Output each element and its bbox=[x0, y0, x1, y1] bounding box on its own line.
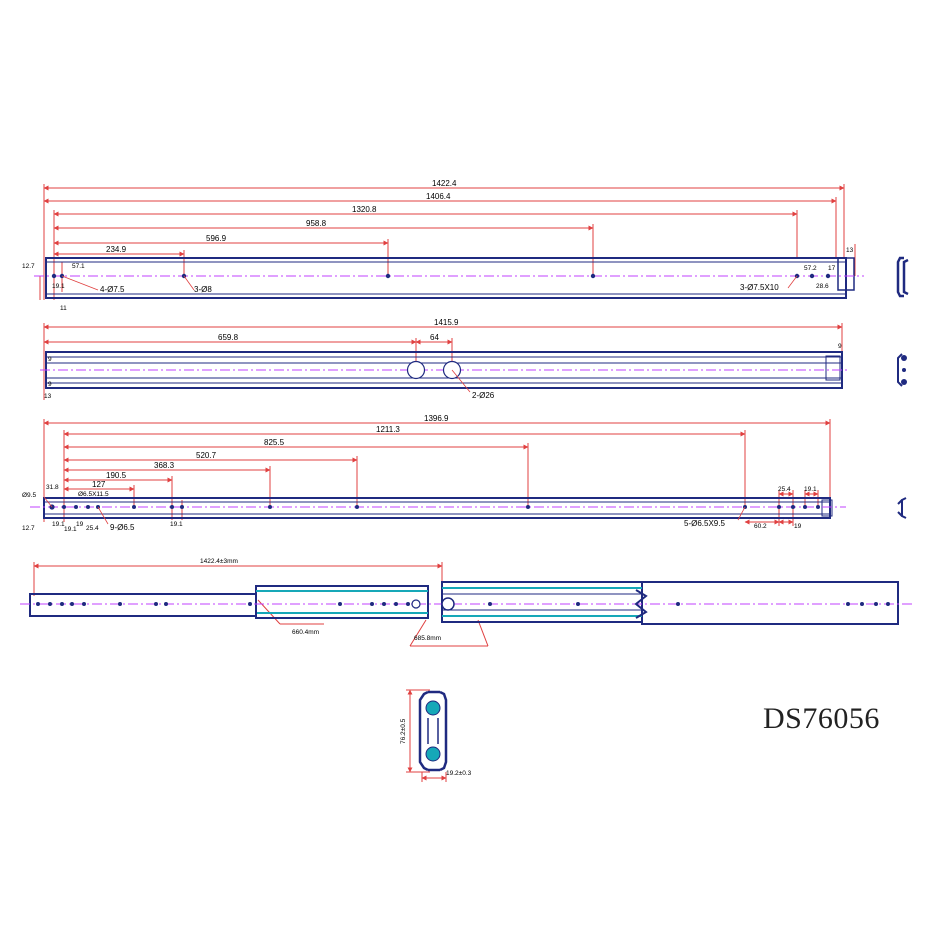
view-3-inner-member: 1396.9 1211.3 825.5 520.7 368.3 190.5 12… bbox=[22, 414, 907, 533]
hole bbox=[180, 505, 184, 509]
hole bbox=[590, 273, 596, 279]
dim: 19.1 bbox=[52, 283, 65, 290]
hole bbox=[791, 505, 795, 509]
dim: 1320.8 bbox=[352, 205, 377, 214]
dim: 190.5 bbox=[106, 471, 127, 480]
section-view: 76.2±0.5 19.2±0.3 bbox=[400, 689, 472, 782]
dim: 234.9 bbox=[106, 245, 127, 254]
dim: 1406.4 bbox=[426, 192, 451, 201]
view-1-outer-member: 1422.4 1406.4 1320.8 958.8 596.9 234.9 1… bbox=[22, 179, 909, 312]
dim: Ø6.5X11.5 bbox=[78, 491, 109, 498]
dim: 825.5 bbox=[264, 438, 285, 447]
hole-callout: 4-Ø7.5 bbox=[100, 285, 125, 294]
hole-callout: 9-Ø6.5 bbox=[110, 523, 135, 532]
dim: 19 bbox=[76, 521, 84, 528]
dim-section-height: 76.2±0.5 bbox=[400, 718, 407, 744]
dim: 659.8 bbox=[218, 333, 239, 342]
hole bbox=[86, 505, 90, 509]
dim: 958.8 bbox=[306, 219, 327, 228]
dim-overall: 1396.9 bbox=[424, 414, 449, 423]
view-4-assembly-extended: 1422.4±3mm 660.4mm 685.8mm bbox=[20, 558, 912, 647]
dim: 60.2 bbox=[754, 523, 767, 530]
hole bbox=[74, 505, 78, 509]
hole bbox=[268, 505, 272, 509]
dim: 13 bbox=[846, 247, 854, 254]
dim: 9 bbox=[838, 343, 842, 350]
dim: 25.4 bbox=[778, 486, 791, 493]
dim: 685.8mm bbox=[414, 635, 441, 642]
view-2-intermediate-member: 1415.9 659.8 64 2-Ø26 13 9 9 9 bbox=[40, 318, 907, 400]
hole bbox=[526, 505, 530, 509]
hole bbox=[132, 505, 136, 509]
dim: 9 bbox=[48, 381, 52, 388]
hole bbox=[816, 505, 820, 509]
dim-overall: 1422.4 bbox=[432, 179, 457, 188]
hole bbox=[803, 505, 807, 509]
dim: 19.1 bbox=[64, 526, 77, 533]
hole-large bbox=[406, 360, 426, 380]
dim-section-width: 19.2±0.3 bbox=[446, 770, 472, 777]
dim: 25.4 bbox=[86, 525, 99, 532]
dim: 660.4mm bbox=[292, 629, 319, 636]
profile-intermediate bbox=[897, 353, 907, 387]
dim: 19.1 bbox=[52, 521, 65, 528]
dim: 57.2 bbox=[804, 265, 817, 272]
dim: 19.1 bbox=[170, 521, 183, 528]
dim: 11 bbox=[60, 305, 67, 312]
dim: 28.6 bbox=[816, 283, 829, 290]
hole bbox=[355, 505, 359, 509]
dim: 520.7 bbox=[196, 451, 217, 460]
dim-overall: 1415.9 bbox=[434, 318, 459, 327]
dim: 12.7 bbox=[22, 263, 35, 270]
dim: 596.9 bbox=[206, 234, 227, 243]
hole-callout: 3-Ø8 bbox=[194, 285, 212, 294]
profile-outer bbox=[896, 256, 909, 298]
dim: 13 bbox=[44, 393, 52, 400]
hole bbox=[777, 505, 781, 509]
hole bbox=[385, 273, 391, 279]
profile-inner bbox=[897, 497, 907, 519]
dim: 31.8 bbox=[46, 484, 59, 491]
dim-extended-length: 1422.4±3mm bbox=[200, 558, 238, 565]
dim: 64 bbox=[430, 333, 439, 342]
model-number: DS76056 bbox=[763, 702, 880, 735]
hole bbox=[170, 505, 174, 509]
dim: 1211.3 bbox=[376, 425, 400, 434]
dim: 17 bbox=[828, 265, 836, 272]
dim: 9 bbox=[48, 356, 52, 363]
hole bbox=[825, 273, 831, 279]
hole-callout: 2-Ø26 bbox=[472, 391, 495, 400]
hole bbox=[809, 273, 815, 279]
hole bbox=[51, 273, 57, 279]
dim: 19.1 bbox=[804, 486, 817, 493]
hole-callout: 5-Ø6.5X9.5 bbox=[684, 519, 725, 528]
dim: 57.1 bbox=[72, 263, 85, 270]
dim: 19 bbox=[794, 523, 802, 530]
dim: Ø9.5 bbox=[22, 492, 36, 499]
dim: 127 bbox=[92, 480, 106, 489]
dim: 12.7 bbox=[22, 525, 35, 532]
dim: 368.3 bbox=[154, 461, 175, 470]
hole bbox=[62, 505, 66, 509]
hole-callout: 3-Ø7.5X10 bbox=[740, 283, 779, 292]
